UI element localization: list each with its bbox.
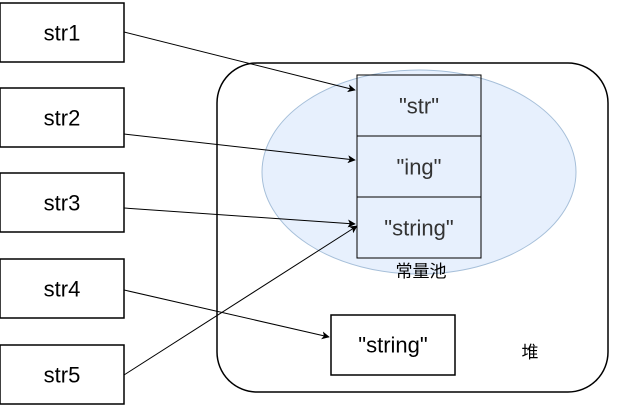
pool-entry-string-label: "string" <box>384 216 453 241</box>
variable-box-str2: str2 <box>0 87 125 148</box>
heap-object-string: "string" <box>330 314 456 376</box>
variable-str1-label: str1 <box>44 21 81 46</box>
variable-str2-label: str2 <box>44 106 81 131</box>
arrow-str3-to-pool-string <box>123 207 356 228</box>
arrow-str1-to-pool-str <box>123 31 356 93</box>
variable-box-str1: str1 <box>0 2 125 63</box>
variable-box-str3: str3 <box>0 172 125 233</box>
variable-box-str5: str5 <box>0 344 125 405</box>
heap-object-string-label: "string" <box>358 333 427 358</box>
heap-label: 堆 <box>522 343 539 363</box>
pool-entry-str-label: "str" <box>399 94 439 119</box>
constant-pool-label: 常量池 <box>396 262 447 282</box>
pool-entry-ing: "ing" <box>356 135 482 198</box>
pool-entry-str: "str" <box>356 74 482 137</box>
variable-box-str4: str4 <box>0 258 125 319</box>
pool-entry-ing-label: "ing" <box>397 155 442 180</box>
variable-str3-label: str3 <box>44 191 81 216</box>
variable-str5-label: str5 <box>44 363 81 388</box>
arrow-str2-to-pool-ing <box>123 133 356 164</box>
variable-str4-label: str4 <box>44 277 81 302</box>
arrow-str5-to-pool-string <box>123 225 358 376</box>
arrow-str4-to-heap-string <box>123 289 330 340</box>
